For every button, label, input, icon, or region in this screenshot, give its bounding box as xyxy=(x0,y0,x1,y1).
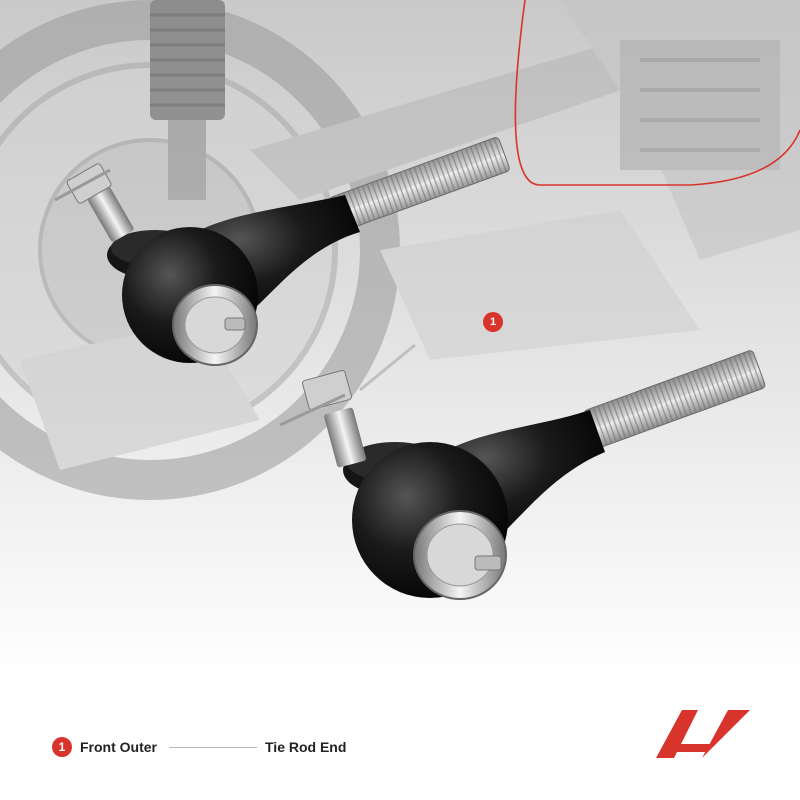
tie-rod-end-lower xyxy=(279,343,766,600)
legend-number-badge: 1 xyxy=(52,737,72,757)
a-premium-logo-icon xyxy=(656,710,750,758)
product-photo xyxy=(0,0,800,680)
part-legend: 1 Front Outer Tie Rod End xyxy=(52,736,346,758)
legend-divider xyxy=(169,746,257,748)
accent-curve xyxy=(514,0,800,186)
part-name-label: Tie Rod End xyxy=(265,739,347,755)
tie-rod-end-upper xyxy=(54,137,510,366)
part-position-label: Front Outer xyxy=(80,739,157,755)
photo-callout-badge: 1 xyxy=(483,312,503,332)
